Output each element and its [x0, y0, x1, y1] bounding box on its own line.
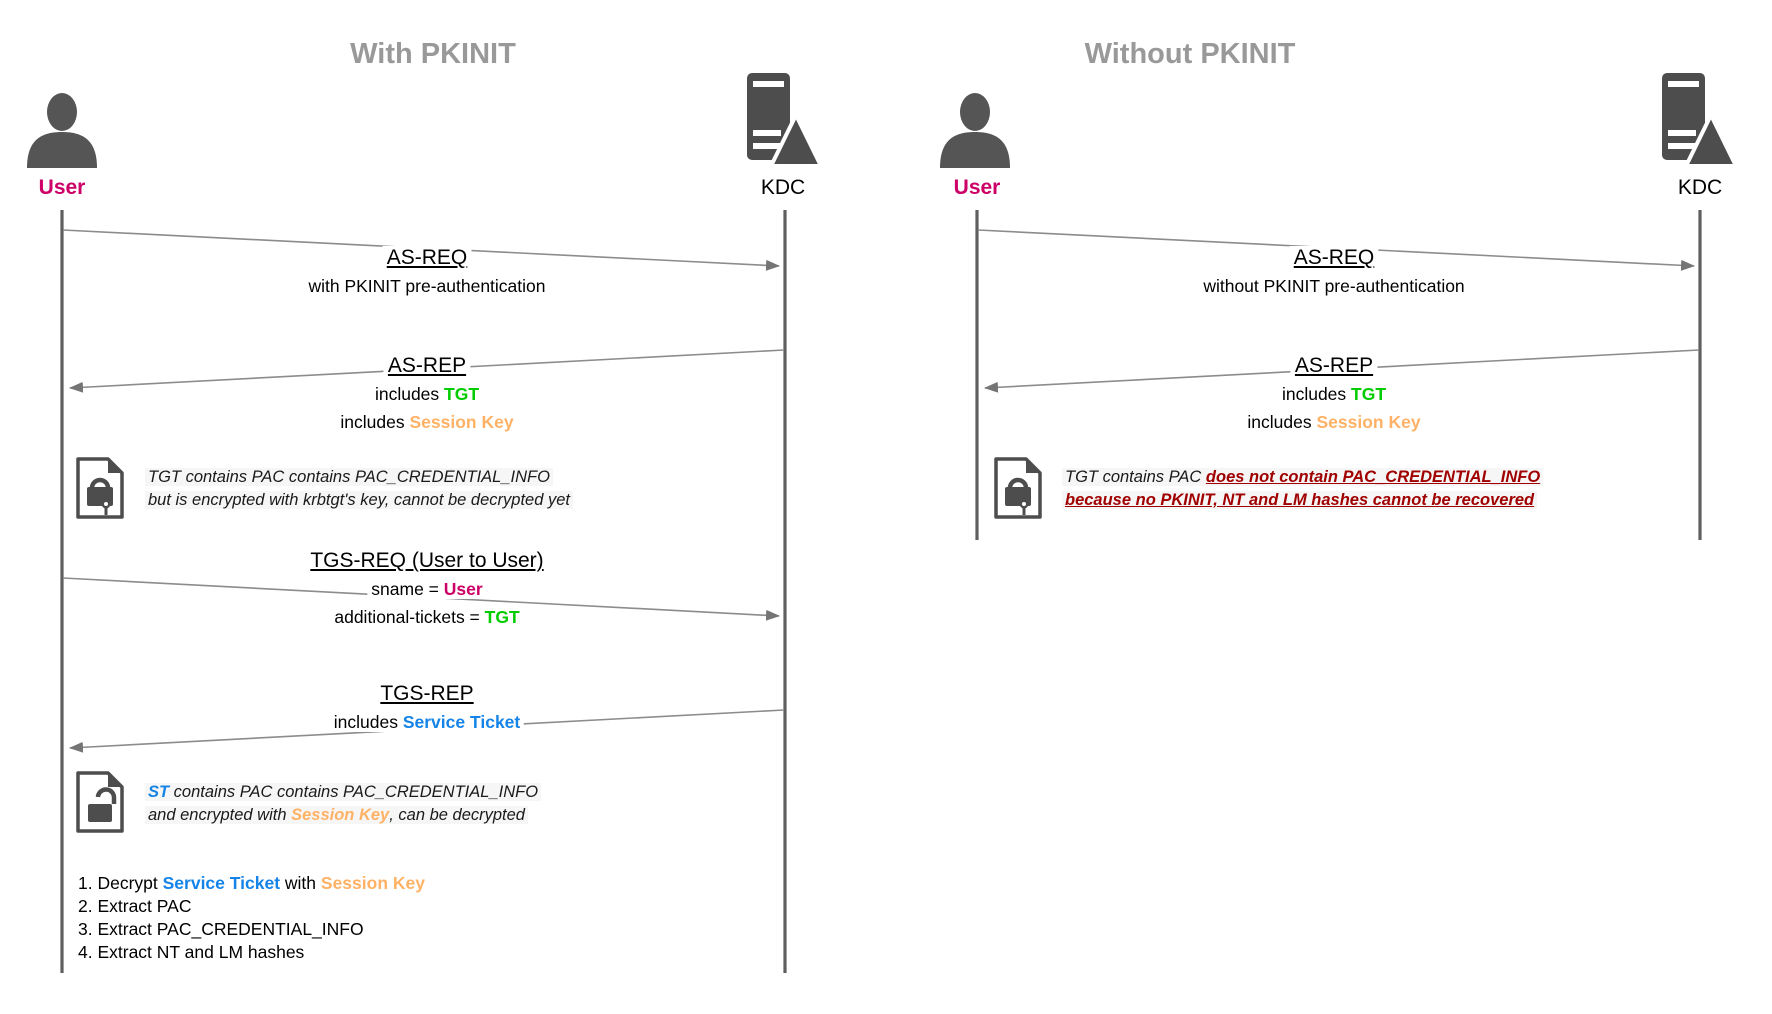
as-req-message-right: AS-REQ without PKINIT pre-authentication [1199, 244, 1469, 300]
as-req-message-left: AS-REQ with PKINIT pre-authentication [304, 244, 550, 300]
unlocked-document-icon [76, 771, 124, 833]
user-icon [27, 93, 97, 168]
user-label-left: User [38, 176, 86, 199]
tgt-pac-note-left: TGT contains PAC contains PAC_CREDENTIAL… [145, 466, 573, 511]
user-icon [940, 93, 1010, 168]
step-2: 2. Extract PAC [78, 896, 192, 916]
locked-document-key-icon [76, 457, 124, 519]
tgs-rep-message-left: TGS-REP includes Service Ticket [329, 680, 525, 736]
tgt-pac-note-right: TGT contains PAC does not contain PAC_CR… [1062, 466, 1544, 511]
left-diagram-title: With PKINIT [350, 38, 516, 70]
step-4: 4. Extract NT and LM hashes [78, 942, 305, 962]
as-rep-message-left: AS-REP includes TGT includes Session Key [336, 352, 518, 436]
step-1: 1. Decrypt Service Ticket with Session K… [78, 873, 425, 893]
right-diagram-title: Without PKINIT [1084, 38, 1296, 70]
kdc-server-icon [747, 73, 825, 168]
st-pac-note-left: ST contains PAC contains PAC_CREDENTIAL_… [145, 781, 542, 826]
kdc-server-icon [1662, 73, 1740, 168]
kdc-label-left: KDC [760, 176, 806, 199]
locked-document-key-icon [994, 457, 1042, 519]
user-label-right: User [953, 176, 1001, 199]
tgs-req-message-left: TGS-REQ (User to User) sname = User addi… [306, 547, 548, 631]
step-3: 3. Extract PAC_CREDENTIAL_INFO [78, 919, 364, 939]
client-extraction-steps: 1. Decrypt Service Ticket with Session K… [78, 872, 425, 964]
as-rep-message-right: AS-REP includes TGT includes Session Key [1243, 352, 1425, 436]
kdc-label-right: KDC [1677, 176, 1723, 199]
